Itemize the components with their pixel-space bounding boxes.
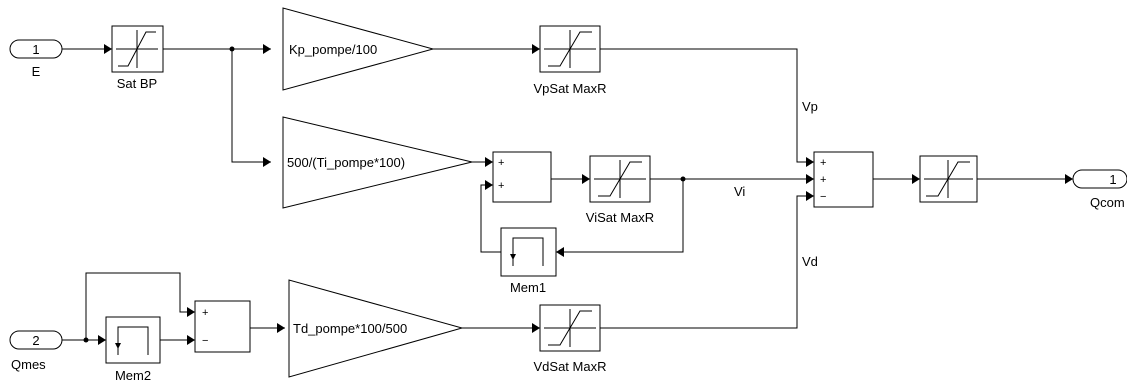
main-sum-block[interactable]: + + − bbox=[813, 151, 874, 208]
wire-vi-mem1 bbox=[556, 179, 684, 253]
signal-vd: Vd bbox=[802, 254, 818, 269]
ti-gain-label: 500/(Ti_pompe*100) bbox=[287, 155, 405, 170]
main-sum-sign-2: + bbox=[820, 174, 826, 186]
inport-e[interactable]: 1 bbox=[9, 39, 63, 59]
wire-vp bbox=[600, 48, 814, 163]
mem2-label: Mem2 bbox=[115, 368, 151, 383]
sat-bp-label: Sat BP bbox=[117, 76, 157, 91]
outport-qcom-label: Qcom bbox=[1090, 195, 1125, 210]
mem1-block[interactable] bbox=[500, 227, 557, 277]
mem2-block[interactable] bbox=[105, 316, 161, 364]
wire-qmes-sumd bbox=[85, 272, 195, 340]
kp-gain-block[interactable]: Kp_pompe/100 bbox=[282, 7, 435, 91]
inport-qmes[interactable]: 2 bbox=[9, 330, 63, 350]
main-sum-sign-3: − bbox=[820, 191, 826, 203]
vdsat-block[interactable] bbox=[539, 304, 601, 352]
sum-i-sign-1: + bbox=[498, 157, 504, 169]
vpsat-label: VpSat MaxR bbox=[534, 81, 607, 96]
sum-d-sign-1: + bbox=[202, 307, 208, 319]
sum-d-block[interactable]: + − bbox=[194, 300, 251, 353]
sat-bp-block[interactable] bbox=[111, 25, 164, 73]
outport-qcom-number: 1 bbox=[1109, 172, 1116, 187]
td-gain-label: Td_pompe*100/500 bbox=[293, 321, 407, 336]
mem1-label: Mem1 bbox=[510, 280, 546, 295]
visat-label: ViSat MaxR bbox=[586, 210, 654, 225]
main-sum-sign-1: + bbox=[820, 157, 826, 169]
inport-qmes-number: 2 bbox=[32, 333, 39, 348]
sum-i-block[interactable]: + + bbox=[492, 151, 552, 203]
vdsat-label: VdSat MaxR bbox=[534, 359, 607, 374]
output-saturation-block[interactable] bbox=[919, 155, 978, 203]
kp-gain-label: Kp_pompe/100 bbox=[289, 42, 377, 57]
inport-qmes-label: Qmes bbox=[11, 357, 46, 372]
signal-vp: Vp bbox=[802, 99, 818, 114]
visat-block[interactable] bbox=[589, 155, 651, 203]
branch-points bbox=[83, 46, 686, 343]
td-gain-block[interactable]: Td_pompe*100/500 bbox=[288, 279, 464, 378]
ti-gain-block[interactable]: 500/(Ti_pompe*100) bbox=[282, 116, 473, 209]
wire-vd bbox=[600, 195, 814, 329]
sum-d-sign-2: − bbox=[202, 335, 208, 347]
inport-e-number: 1 bbox=[32, 42, 39, 57]
arrowheads bbox=[98, 44, 1073, 345]
inport-e-label: E bbox=[32, 64, 41, 79]
outport-qcom[interactable]: 1 bbox=[1072, 169, 1127, 189]
wire-branch-ti bbox=[231, 49, 271, 163]
sum-i-sign-2: + bbox=[498, 180, 504, 192]
signal-vi: Vi bbox=[734, 184, 745, 199]
vpsat-block[interactable] bbox=[539, 25, 601, 73]
